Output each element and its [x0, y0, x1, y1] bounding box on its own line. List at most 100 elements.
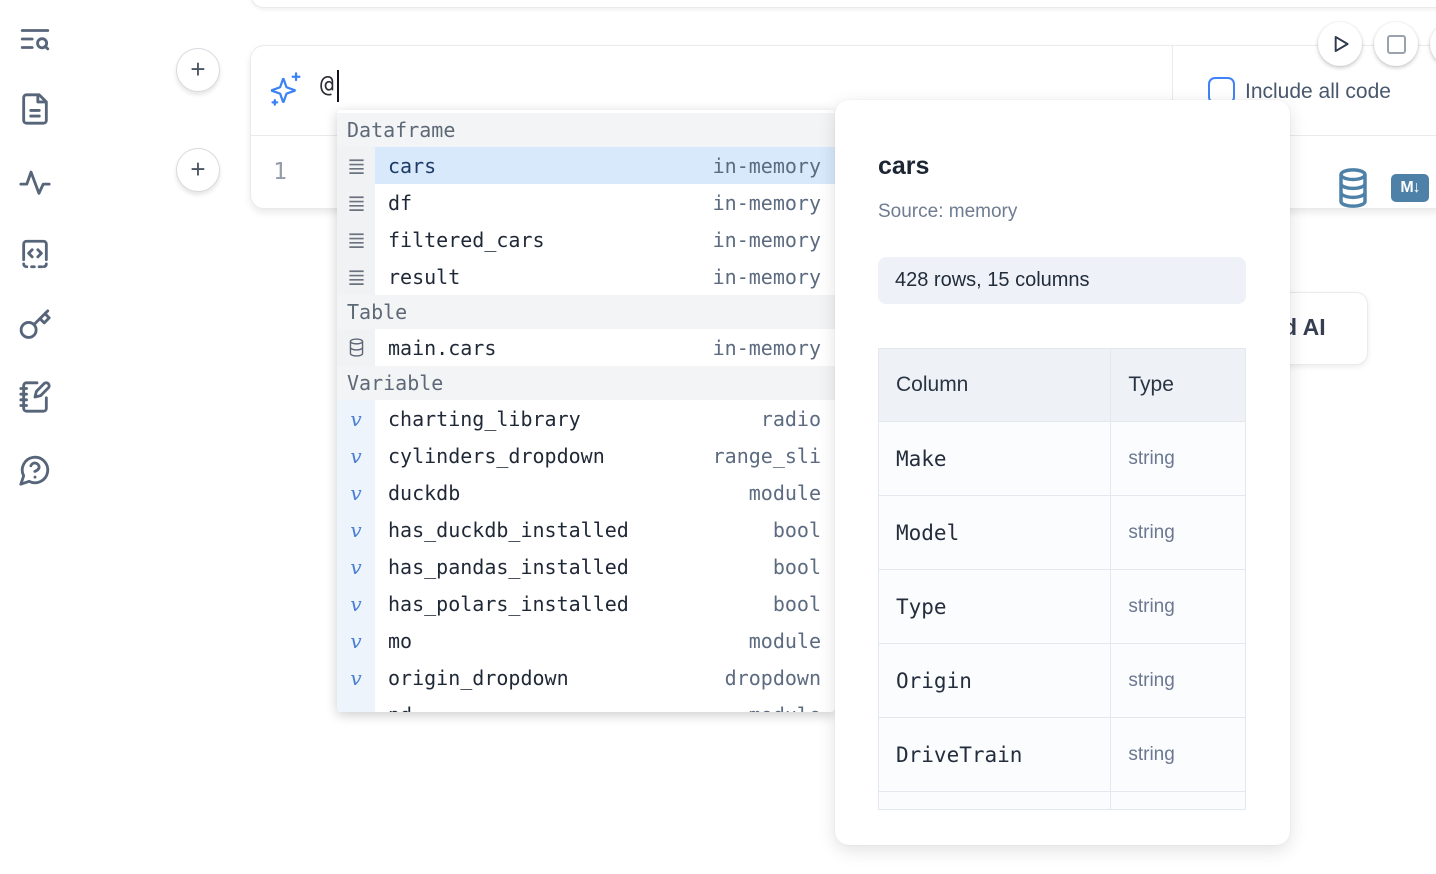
autocomplete-section-header: Table	[337, 295, 835, 329]
left-sidebar	[0, 0, 72, 874]
key-icon[interactable]	[18, 308, 54, 344]
variable-icon: v	[337, 696, 375, 712]
variable-icon: v	[337, 511, 375, 548]
autocomplete-item-name: pd	[388, 703, 412, 713]
help-chat-icon[interactable]	[18, 453, 54, 489]
rows-icon	[337, 184, 375, 221]
autocomplete-item-name: main.cars	[388, 335, 497, 360]
schema-column-name: Origin	[879, 644, 1112, 717]
variable-icon: v	[337, 474, 375, 511]
rows-icon	[337, 258, 375, 295]
schema-column-name	[879, 792, 1112, 809]
autocomplete-item[interactable]: v charting_library radio	[337, 400, 835, 437]
autocomplete-item-type: in-memory	[712, 190, 821, 215]
schema-column-type: string	[1128, 669, 1175, 691]
autocomplete-item-type: in-memory	[712, 335, 821, 360]
autocomplete-item-name: filtered_cars	[388, 227, 545, 252]
stop-icon	[1386, 34, 1406, 54]
autocomplete-item-type: radio	[760, 406, 821, 431]
autocomplete-item-name: has_polars_installed	[388, 591, 629, 616]
activity-icon[interactable]	[18, 165, 54, 201]
autocomplete-item[interactable]: v pd module	[337, 696, 835, 712]
schema-column-name: Type	[879, 570, 1112, 643]
run-cell-button[interactable]	[1318, 22, 1362, 66]
variable-icon: v	[337, 400, 375, 437]
autocomplete-item-name: cylinders_dropdown	[388, 443, 605, 468]
schema-column-type: string	[1128, 521, 1175, 543]
autocomplete-section-header: Variable	[337, 366, 835, 400]
schema-column-name: Model	[879, 496, 1112, 569]
autocomplete-item-name: charting_library	[388, 406, 581, 431]
file-icon[interactable]	[18, 92, 54, 128]
code-snippets-icon[interactable]	[18, 237, 54, 273]
autocomplete-item-name: origin_dropdown	[388, 665, 569, 690]
autocomplete-item-type: module	[749, 703, 835, 713]
autocomplete-item[interactable]: result in-memory	[337, 258, 835, 295]
schema-column-type	[1111, 792, 1245, 809]
add-sql-cell-database-icon[interactable]	[1337, 168, 1369, 208]
autocomplete-item-type: bool	[772, 517, 821, 542]
variable-icon: v	[337, 437, 375, 474]
toc-search-icon[interactable]	[18, 22, 54, 58]
autocomplete-item-name: cars	[388, 153, 437, 178]
type-header: Type	[1128, 373, 1174, 396]
divider	[1172, 46, 1173, 136]
autocomplete-item[interactable]: df in-memory	[337, 184, 835, 221]
variable-icon: v	[337, 659, 375, 696]
rows-icon	[337, 147, 375, 184]
autocomplete-item-name: mo	[388, 628, 413, 653]
autocomplete-item-type: bool	[772, 554, 821, 579]
add-cell-below-button[interactable]: +	[176, 148, 220, 192]
autocomplete-item-name: df	[388, 190, 413, 215]
schema-column-type: string	[1128, 447, 1175, 469]
stop-button[interactable]	[1374, 22, 1418, 66]
autocomplete-item[interactable]: v has_duckdb_installed bool	[337, 511, 835, 548]
ai-prompt-input[interactable]: @	[320, 72, 334, 98]
autocomplete-item-type: in-memory	[712, 227, 821, 252]
autocomplete-item[interactable]: v cylinders_dropdown range_sli	[337, 437, 835, 474]
schema-table-header: Column Type	[879, 349, 1245, 421]
autocomplete-item-name: has_duckdb_installed	[388, 517, 629, 542]
column-header: Column	[879, 349, 1112, 421]
generate-with-ai-label: d AI	[1283, 314, 1326, 340]
preview-shape-badge: 428 rows, 15 columns	[878, 257, 1246, 304]
autocomplete-item-type: dropdown	[724, 665, 821, 690]
add-cell-above-button[interactable]: +	[176, 48, 220, 92]
schema-table-row: Model string	[879, 495, 1245, 569]
line-number: 1	[273, 159, 287, 185]
autocomplete-item[interactable]: v origin_dropdown dropdown	[337, 659, 835, 696]
preview-title: cars	[878, 152, 930, 180]
autocomplete-item-type: module	[748, 480, 821, 505]
variable-icon: v	[337, 548, 375, 585]
autocomplete-item[interactable]: filtered_cars in-memory	[337, 221, 835, 258]
autocomplete-section-header: Dataframe	[337, 113, 835, 147]
dataframe-preview-panel: cars Source: memory 428 rows, 15 columns…	[835, 100, 1290, 845]
markdown-icon[interactable]: M↓	[1391, 174, 1429, 202]
rows-icon	[337, 221, 375, 258]
schema-column-name: DriveTrain	[879, 718, 1112, 791]
scratchpad-icon[interactable]	[18, 380, 54, 416]
autocomplete-item-type: in-memory	[712, 264, 821, 289]
autocomplete-item[interactable]: main.cars in-memory	[337, 329, 835, 366]
schema-table-row: Origin string	[879, 643, 1245, 717]
variable-icon: v	[337, 585, 375, 622]
autocomplete-item[interactable]: v has_polars_installed bool	[337, 585, 835, 622]
text-cursor	[337, 70, 339, 102]
autocomplete-item-type: bool	[772, 591, 821, 616]
autocomplete-item-type: range_sli	[712, 443, 821, 468]
variable-icon: v	[337, 622, 375, 659]
include-all-code-label: Include all code	[1245, 80, 1391, 103]
more-actions-button[interactable]	[1430, 22, 1436, 66]
autocomplete-item-name: result	[388, 264, 461, 289]
previous-cell-edge	[250, 0, 1436, 8]
database-icon	[337, 329, 375, 366]
